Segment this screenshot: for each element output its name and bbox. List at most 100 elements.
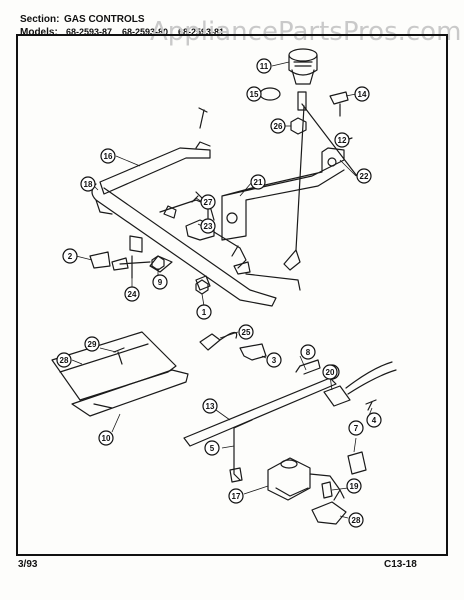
callout-circle [84, 336, 100, 352]
callout-number: 14 [358, 90, 367, 99]
callout-number: 24 [128, 290, 137, 299]
callout-21: 21 [250, 174, 266, 190]
model-number: 68-2593-87 [66, 27, 113, 37]
valve-body-part [185, 219, 215, 241]
callout-circle [200, 218, 216, 234]
callout-number: 3 [272, 356, 277, 365]
footer-date: 3/93 [18, 559, 38, 570]
callout-number: 11 [260, 62, 269, 71]
callout-circle [80, 176, 96, 192]
callout-circle [56, 352, 72, 368]
callout-8: 8 [300, 344, 316, 360]
callout-number: 13 [206, 402, 215, 411]
callout-number: 4 [372, 416, 377, 425]
callout-3: 3 [266, 352, 282, 368]
callout-circle [270, 118, 286, 134]
callout-number: 8 [306, 348, 311, 357]
callout-number: 16 [104, 152, 113, 161]
callout-12: 12 [334, 132, 350, 148]
callout-19: 19 [346, 478, 362, 494]
callout-2: 2 [62, 248, 78, 264]
callout-circle [346, 478, 362, 494]
callout-circle [196, 304, 212, 320]
callout-number: 18 [84, 180, 93, 189]
callout-circle [300, 344, 316, 360]
fitting-part [283, 249, 301, 271]
valve-body-part [195, 275, 211, 291]
callout-circle [62, 248, 78, 264]
callout-22: 22 [356, 168, 372, 184]
callout-7: 7 [348, 420, 364, 436]
callout-number: 28 [60, 356, 69, 365]
electrode-block-part [323, 385, 351, 407]
callout-circle [354, 86, 370, 102]
regulator-part [267, 457, 311, 501]
orifice-tube-part [239, 343, 267, 361]
models-label: Models: [20, 27, 58, 38]
callout-number: 21 [254, 178, 263, 187]
o-ring-part [259, 87, 281, 101]
bracket-part [221, 147, 345, 241]
section-label: Section: [20, 14, 60, 25]
callout-4: 4 [366, 412, 382, 428]
callout-27: 27 [200, 194, 216, 210]
callout-circle [266, 352, 282, 368]
callout-circle [228, 488, 244, 504]
callout-circle [250, 174, 266, 190]
clip-part [329, 91, 349, 117]
callout-number: 27 [204, 198, 213, 207]
callout-26: 26 [270, 118, 286, 134]
callout-circle [322, 364, 338, 380]
callout-11: 11 [256, 58, 272, 74]
manifold-pipe-part [91, 183, 277, 307]
model-number: 68-2593-81 [178, 27, 225, 37]
callout-number: 29 [88, 340, 97, 349]
callout-circle [366, 412, 382, 428]
callout-24: 24 [124, 286, 140, 302]
callout-circle [238, 324, 254, 340]
footer-page-code: C13-18 [384, 559, 417, 570]
callout-number: 2 [68, 252, 73, 261]
callout-number: 19 [350, 482, 359, 491]
bar-end-part [295, 359, 321, 375]
callout-28: 28 [348, 512, 364, 528]
callout-1: 1 [196, 304, 212, 320]
callout-number: 15 [250, 90, 259, 99]
callout-circle [256, 58, 272, 74]
heat-shield-part [51, 331, 177, 401]
callout-17: 17 [228, 488, 244, 504]
callout-circle [246, 86, 262, 102]
callout-circle [348, 420, 364, 436]
callout-circle [356, 168, 372, 184]
callout-29: 29 [84, 336, 100, 352]
spark-electrode-part [111, 257, 151, 271]
callout-number: 17 [232, 492, 241, 501]
callout-14: 14 [354, 86, 370, 102]
callout-number: 5 [210, 444, 215, 453]
support-bar-part [183, 377, 337, 447]
callout-13: 13 [202, 398, 218, 414]
callout-circle [334, 132, 350, 148]
callout-circle [202, 398, 218, 414]
callout-20: 20 [322, 364, 338, 380]
callout-number: 10 [102, 434, 111, 443]
callout-number: 23 [204, 222, 213, 231]
callout-number: 1 [202, 308, 207, 317]
filter-part [347, 451, 367, 475]
callout-number: 22 [360, 172, 369, 181]
callout-9: 9 [152, 274, 168, 290]
callout-number: 9 [158, 278, 163, 287]
callout-circle [152, 274, 168, 290]
callout-circle [348, 512, 364, 528]
callout-23: 23 [200, 218, 216, 234]
callout-10: 10 [98, 430, 114, 446]
callout-circle [98, 430, 114, 446]
callout-number: 25 [242, 328, 251, 337]
callout-15: 15 [246, 86, 262, 102]
callout-25: 25 [238, 324, 254, 340]
callout-number: 7 [354, 424, 359, 433]
control-knob-part [288, 48, 318, 85]
callout-number: 26 [274, 122, 283, 131]
